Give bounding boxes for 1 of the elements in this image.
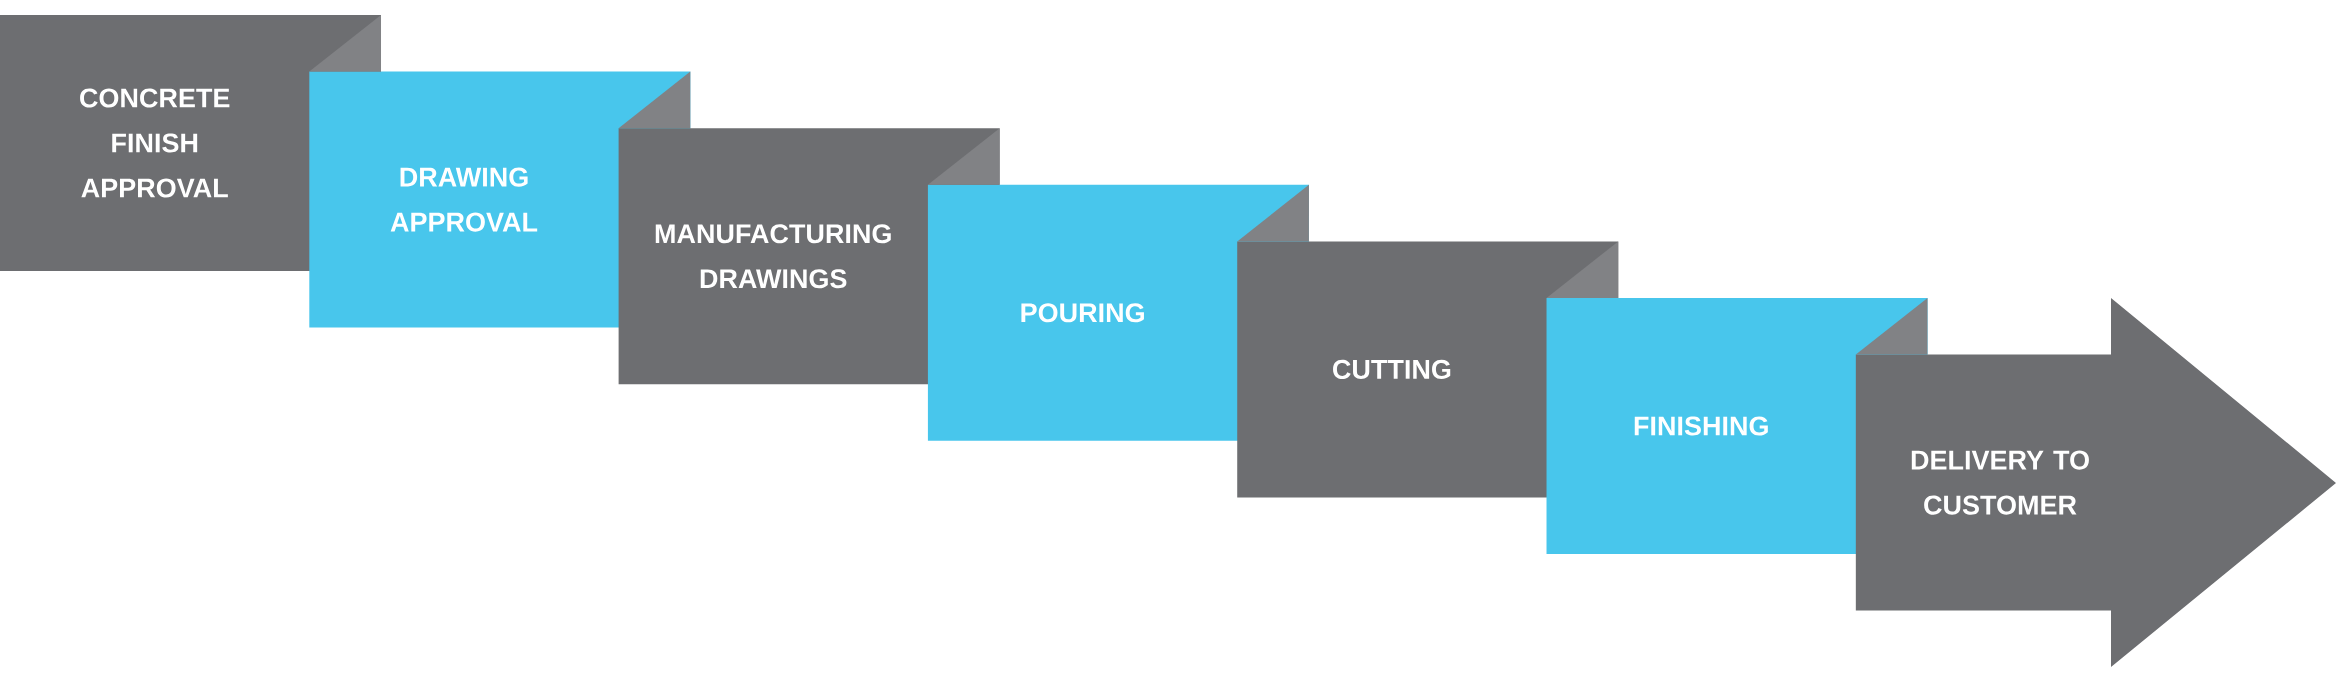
arrow-box: DELIVERY TO CUSTOMER [1855,298,2336,667]
